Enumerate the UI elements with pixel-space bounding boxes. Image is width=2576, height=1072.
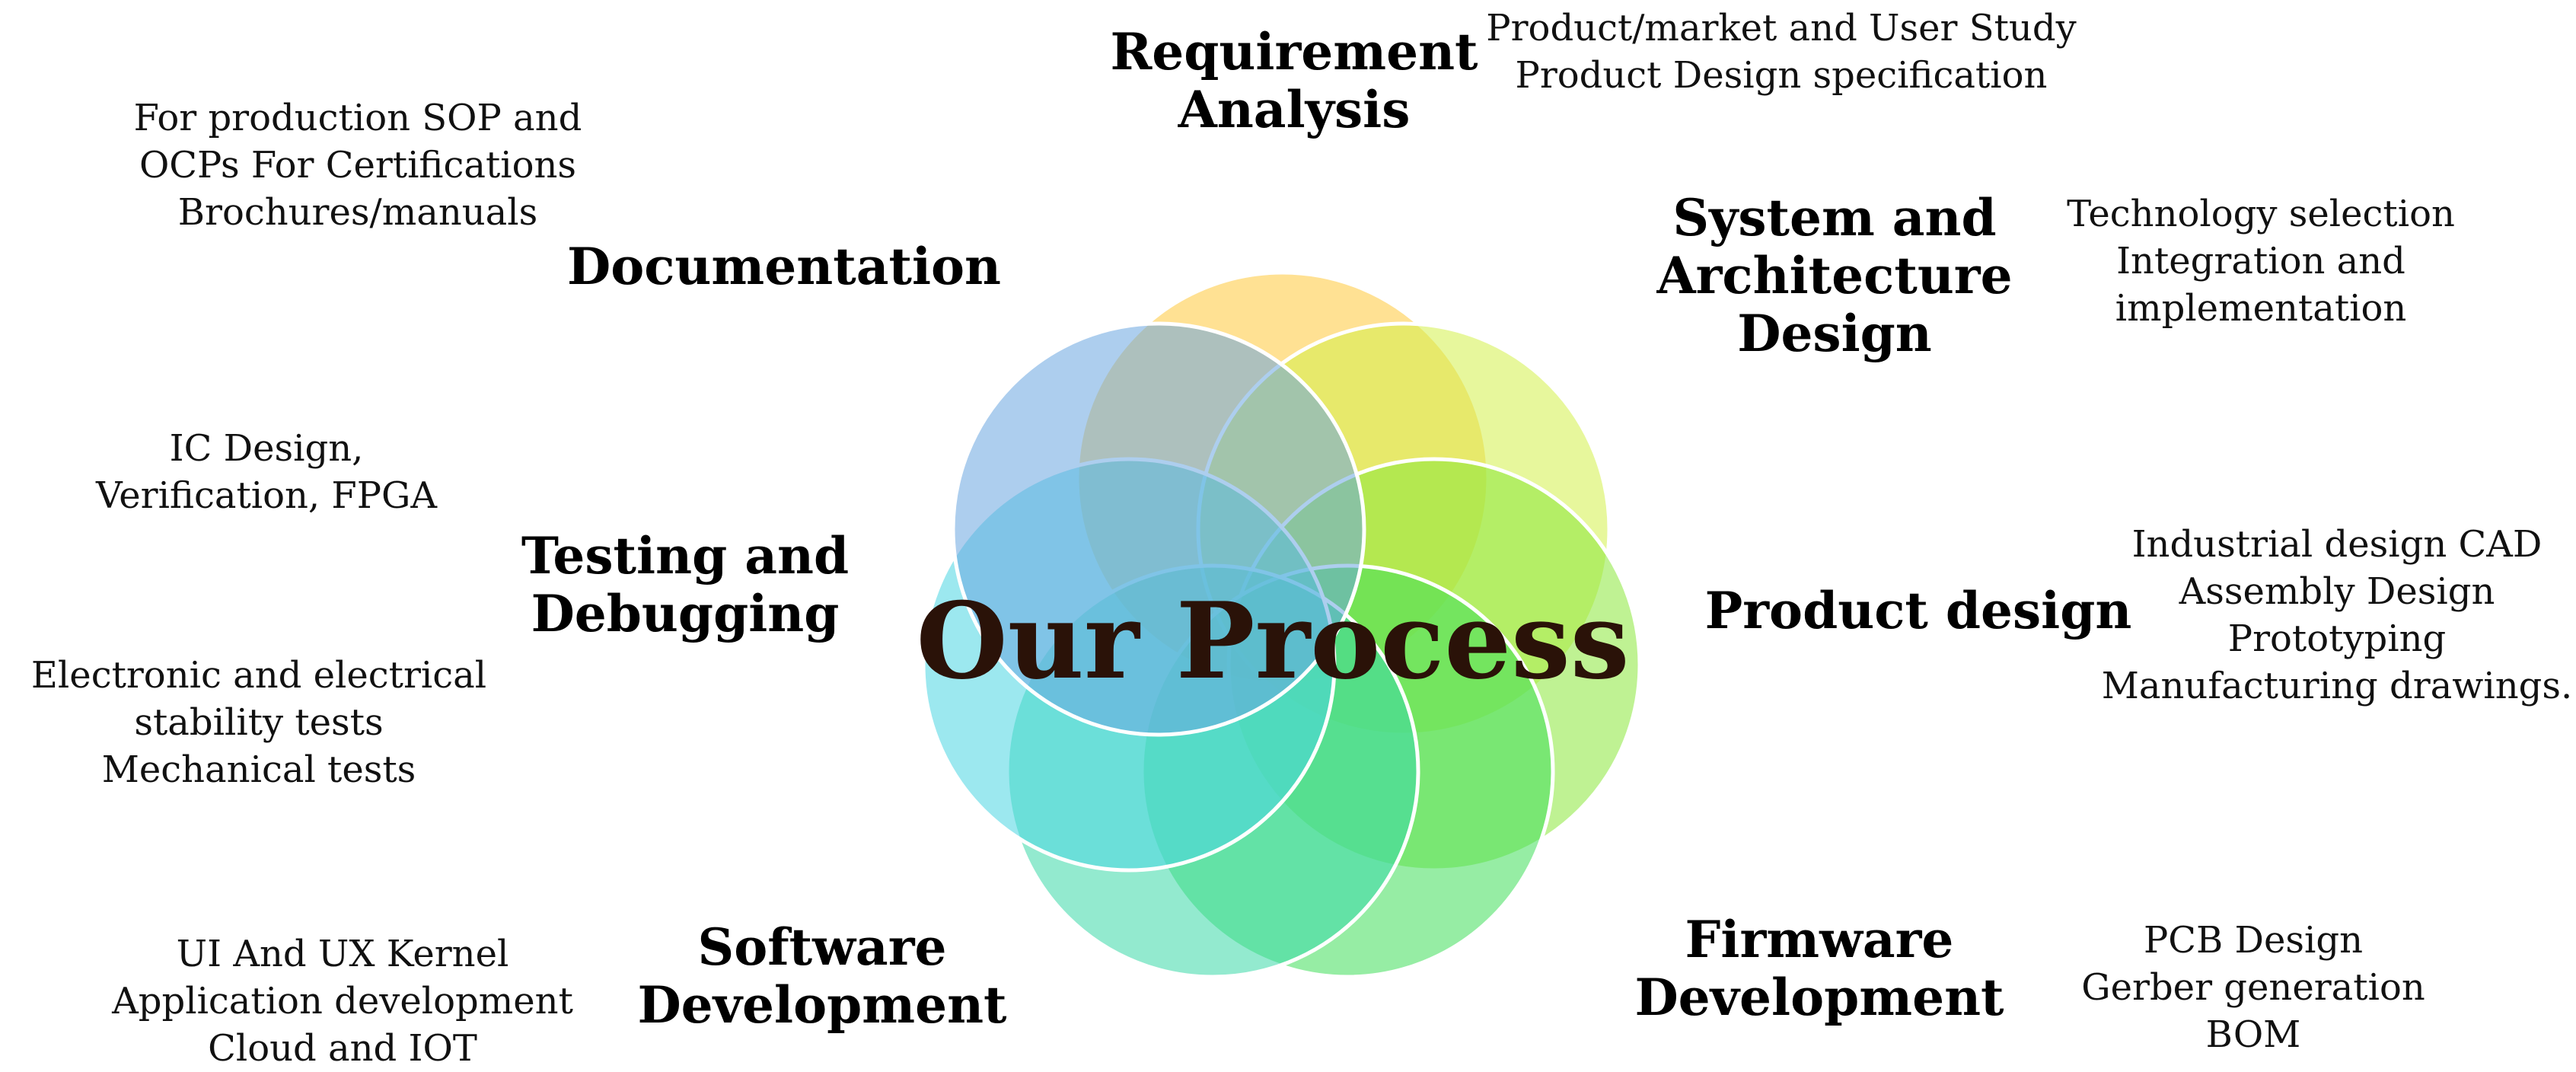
stage-details-software: UI And UX Kernel Application development… (112, 933, 573, 1070)
stage-heading-product: Product design (1704, 581, 2132, 640)
stage-heading-requirement: Requirement Analysis (1110, 22, 1478, 139)
stage-details-product: Industrial design CAD Assembly Design Pr… (2101, 523, 2573, 707)
stage-details-documentation: For production SOP and OCPs For Certific… (133, 97, 582, 234)
center-title: Our Process (916, 579, 1630, 703)
stage-details-firmware: PCB Design Gerber generation BOM (2081, 919, 2425, 1056)
stage-details-testing-top: IC Design, Verification, FPGA (95, 427, 438, 517)
stage-heading-software: Software Development (637, 917, 1007, 1035)
stage-heading-testing: Testing and Debugging (521, 526, 850, 643)
stage-heading-firmware: Firmware Development (1634, 910, 2004, 1027)
stage-details-system: Technology selection Integration and imp… (2067, 193, 2455, 330)
petal-documentation (951, 321, 1366, 737)
stage-details-requirement: Product/market and User Study Product De… (1486, 7, 2077, 97)
stage-heading-documentation: Documentation (566, 237, 1002, 296)
stage-heading-system: System and Architecture Design (1656, 188, 2013, 363)
stage-details-testing-bottom: Electronic and electrical stability test… (30, 654, 487, 791)
